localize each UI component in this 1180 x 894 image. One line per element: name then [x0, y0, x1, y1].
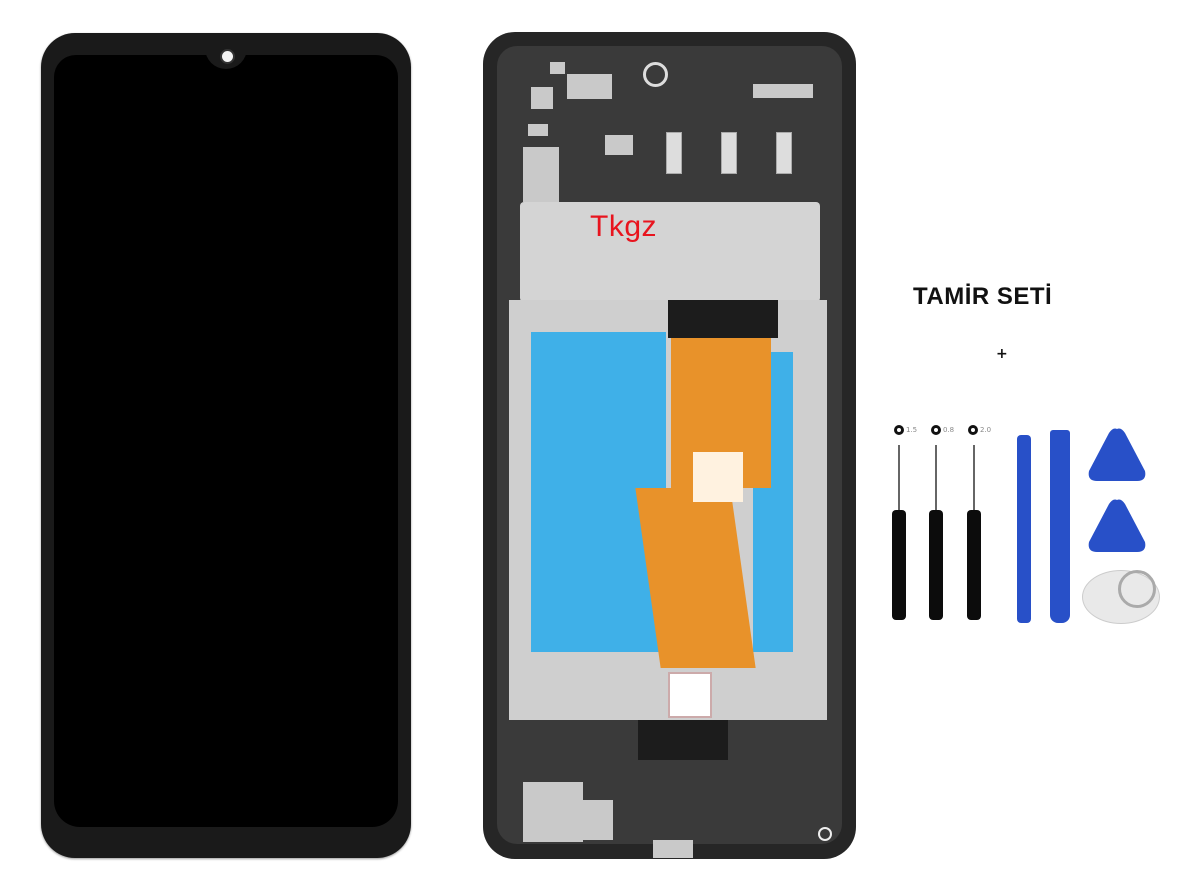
lcd-frame-back	[483, 32, 856, 859]
frame-part	[653, 840, 693, 858]
screwdriver-size-label: 1.5	[906, 426, 918, 434]
triangle-pick-icon	[1088, 428, 1146, 481]
frame-clip	[666, 132, 682, 174]
screwdriver-shaft	[935, 445, 937, 510]
repair-kit-title: TAMİR SETİ	[913, 283, 1053, 310]
flex-label-sticker	[668, 672, 712, 718]
spudger-tool	[1050, 430, 1070, 623]
screwdriver-handle	[929, 510, 943, 620]
frame-part	[753, 84, 813, 98]
frame-part	[531, 87, 553, 109]
frame-part	[523, 782, 583, 842]
plus-sign: +	[996, 346, 1008, 362]
triangle-pick-icon	[1088, 499, 1146, 552]
screwdriver-tip-icon	[931, 425, 941, 435]
lcd-screen-front	[41, 33, 411, 858]
frame-part	[605, 135, 633, 155]
screwdriver-size-label: 2.0	[980, 426, 992, 434]
frame-part	[550, 62, 565, 74]
frame-clip	[776, 132, 792, 174]
spudger-tool	[1017, 435, 1031, 623]
screwdriver-shaft	[898, 445, 900, 510]
front-camera-hole	[220, 49, 235, 64]
frame-part	[583, 800, 613, 840]
frame-part	[567, 74, 612, 99]
flex-connector-bottom	[638, 720, 728, 760]
screen-glass	[54, 55, 398, 827]
rear-camera-ring	[643, 62, 668, 87]
watermark-text: Tkgz	[590, 210, 658, 243]
flex-connector-top	[668, 300, 778, 338]
suction-cup-ring	[1118, 570, 1156, 608]
screwdriver-shaft	[973, 445, 975, 510]
screwdriver-tip-icon	[894, 425, 904, 435]
frame-clip	[721, 132, 737, 174]
frame-part	[523, 147, 559, 202]
flex-chip	[693, 452, 743, 502]
metal-shield	[520, 202, 820, 302]
screwdriver-size-label: 0.8	[943, 426, 955, 434]
screwdriver-tip-icon	[968, 425, 978, 435]
screw-hole	[818, 827, 832, 841]
frame-part	[528, 124, 548, 136]
screwdriver-handle	[967, 510, 981, 620]
screwdriver-handle	[892, 510, 906, 620]
